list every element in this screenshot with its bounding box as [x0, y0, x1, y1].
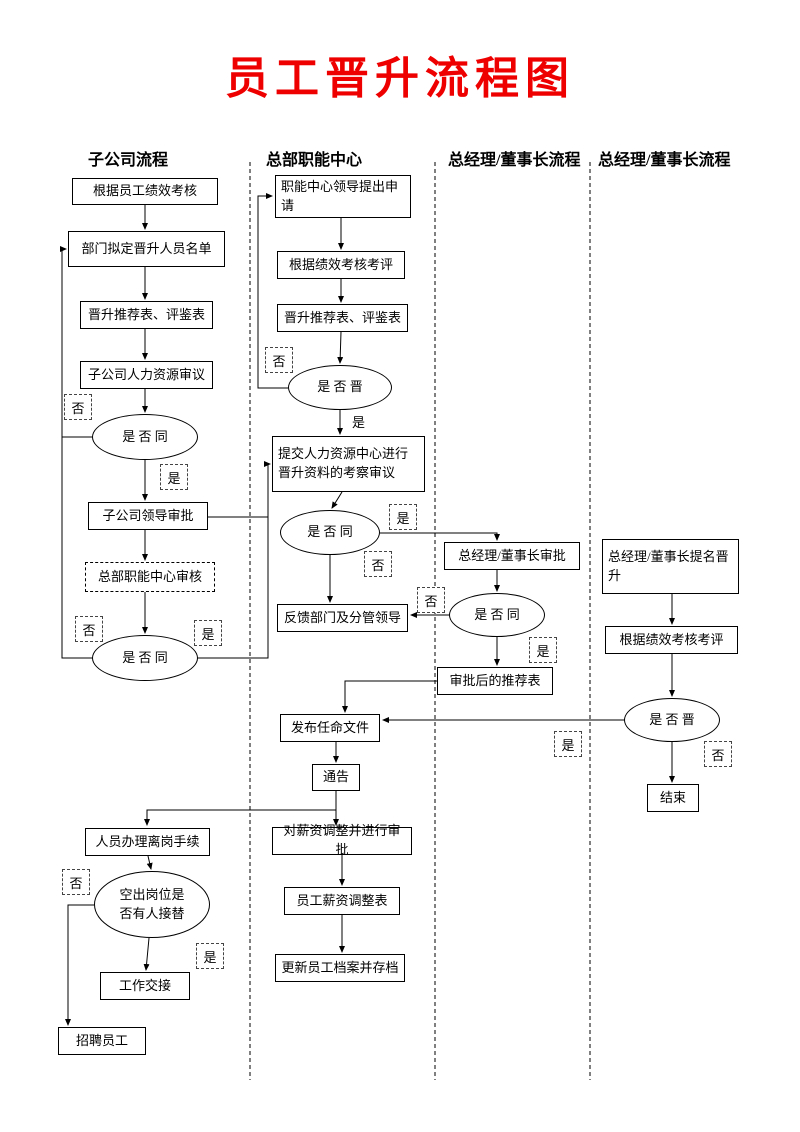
label-no-1: 否	[64, 394, 92, 420]
node-update-employee-files: 更新员工档案并存档	[275, 954, 405, 982]
node-work-handover: 工作交接	[100, 972, 190, 1000]
node-salary-adjustment-approval: 对薪资调整并进行审批	[272, 823, 412, 857]
node-promotion-candidate-list: 部门拟定晋升人员名单	[68, 231, 225, 267]
node-recruit-employee: 招聘员工	[58, 1027, 146, 1055]
lane-header-gm-chairman-1: 总经理/董事长流程	[448, 152, 581, 169]
label-yes-7: 是	[554, 731, 582, 757]
decision-promote-1: 是 否 晋	[288, 365, 392, 410]
node-approved-recommendation-form: 审批后的推荐表	[437, 667, 553, 695]
node-announcement: 通告	[312, 764, 360, 791]
label-yes-5: 是	[389, 504, 417, 530]
label-yes-1: 是	[160, 464, 188, 490]
label-yes-2: 是	[194, 620, 222, 646]
node-issue-appointment: 发布任命文件	[280, 714, 380, 742]
node-subsidiary-leader-approval: 子公司领导审批	[88, 502, 208, 530]
decision-position-replacement-line1: 空出岗位是	[119, 887, 185, 903]
lane-header-hq-center: 总部职能中心	[266, 152, 363, 169]
node-performance-evaluation-1: 根据绩效考核考评	[277, 251, 405, 279]
label-no-7: 否	[704, 741, 732, 767]
decision-position-replacement-line2: 否有人接替	[119, 905, 185, 921]
label-yes-6: 是	[529, 637, 557, 663]
node-salary-adjustment-form: 员工薪资调整表	[284, 887, 400, 915]
label-no-3: 否	[62, 869, 90, 895]
node-recommendation-form-1: 晋升推荐表、评鉴表	[80, 301, 213, 329]
node-recommendation-form-2: 晋升推荐表、评鉴表	[277, 304, 408, 332]
node-resignation-procedures: 人员办理离岗手续	[85, 828, 210, 856]
label-no-4: 否	[265, 347, 293, 373]
node-submit-hr-review: 提交人力资源中心进行晋升资料的考察审议	[272, 436, 425, 492]
node-feedback-departments: 反馈部门及分管领导	[277, 604, 408, 632]
decision-promote-2: 是 否 晋	[624, 698, 720, 742]
decision-agree-4: 是 否 同	[449, 593, 545, 637]
lane-header-gm-chairman-2: 总经理/董事长流程	[598, 152, 731, 169]
node-subsidiary-hr-review: 子公司人力资源审议	[80, 361, 213, 389]
decision-agree-1: 是 否 同	[92, 414, 198, 460]
node-gm-chairman-approval: 总经理/董事长审批	[444, 542, 580, 570]
decision-agree-3: 是 否 同	[280, 510, 380, 555]
label-no-2: 否	[75, 616, 103, 642]
node-center-leader-application: 职能中心领导提出申请	[275, 175, 411, 218]
node-gm-chairman-nomination: 总经理/董事长提名晋升	[602, 539, 739, 594]
decision-agree-2: 是 否 同	[92, 635, 198, 681]
decision-position-replacement: 空出岗位是 否有人接替	[94, 871, 210, 938]
diagram-title: 员工晋升流程图	[225, 54, 575, 103]
node-employee-performance-review: 根据员工绩效考核	[72, 178, 218, 205]
label-no-5: 否	[364, 551, 392, 577]
node-performance-evaluation-2: 根据绩效考核考评	[605, 626, 738, 654]
label-yes-4: 是	[350, 412, 368, 431]
node-end: 结束	[647, 784, 699, 812]
label-yes-3: 是	[196, 943, 224, 969]
node-hq-center-review: 总部职能中心审核	[85, 562, 215, 592]
lane-header-subsidiary: 子公司流程	[88, 152, 169, 169]
label-no-6: 否	[417, 587, 445, 613]
